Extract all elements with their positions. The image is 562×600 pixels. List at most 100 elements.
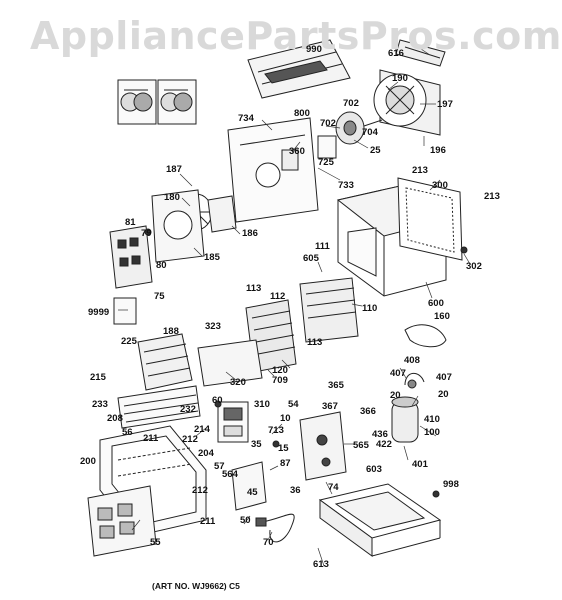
callout-label: 113 (307, 337, 323, 348)
callout-label: 407 (436, 372, 452, 383)
callout-label: 211 (143, 433, 159, 444)
watermark-text: AppliancePartsPros.com (30, 14, 562, 58)
drain-pan-part (197, 339, 263, 387)
callout-label: 408 (404, 355, 420, 366)
callout-label: 605 (303, 253, 319, 264)
callout-label: 50 (240, 515, 251, 526)
callout-label: 613 (313, 559, 329, 570)
callout-label: 366 (360, 406, 376, 417)
louver-assembly-part (117, 385, 201, 429)
callout-label: 360 (289, 146, 305, 157)
condenser-fan-shroud-part (373, 69, 441, 136)
compressor-part (391, 372, 425, 443)
callout-label: 10 (280, 413, 291, 424)
compressor-thumbnail-icon (117, 79, 157, 125)
control-panel-part (217, 401, 249, 443)
callout-label: 75 (154, 291, 165, 302)
callout-label: 733 (338, 180, 354, 191)
callout-label: 20 (438, 389, 449, 400)
callout-label: 186 (242, 228, 258, 239)
callout-label: 25 (370, 145, 381, 156)
callout-label: 20 (390, 390, 401, 401)
control-board-part (109, 225, 153, 289)
callout-label: 800 (294, 108, 310, 119)
base-pan-part (318, 483, 442, 557)
callout-label: 54 (288, 399, 299, 410)
tubing-part (404, 324, 447, 348)
callout-label: 702 (343, 98, 359, 109)
callout-label: 436 (372, 429, 388, 440)
rear-grille-part (397, 177, 463, 261)
callout-label: 616 (388, 48, 404, 59)
air-deflector-part (137, 333, 193, 391)
callout-label: 74 (328, 482, 339, 493)
callout-label: 36 (290, 485, 301, 496)
callout-label: 79 (141, 228, 152, 239)
callout-label: 565 (353, 440, 369, 451)
partition-wall-part (227, 117, 319, 223)
callout-label: 302 (466, 261, 482, 272)
callout-label: 410 (424, 414, 440, 425)
callout-label: 998 (443, 479, 459, 490)
fan-motor-part (317, 111, 383, 159)
screw-part (214, 400, 222, 408)
callout-label: 709 (272, 375, 288, 386)
callout-label: 180 (164, 192, 180, 203)
screw-part (432, 490, 440, 498)
callout-label: 81 (125, 217, 136, 228)
callout-label: 211 (200, 516, 216, 527)
callout-label: 367 (322, 401, 338, 412)
callout-label: 215 (90, 372, 106, 383)
plug-part (255, 517, 267, 527)
callout-label: 214 (194, 424, 210, 435)
callout-label: 310 (254, 399, 270, 410)
callout-label: 422 (376, 439, 392, 450)
filter-strip-part (247, 39, 351, 99)
screw-part (272, 440, 280, 448)
screw-part (460, 246, 468, 254)
callout-label: 111 (315, 241, 330, 252)
callout-label: 56 (122, 427, 133, 438)
callout-label: 185 (204, 252, 220, 263)
callout-label: 212 (182, 434, 198, 445)
callout-label: 60 (212, 395, 223, 406)
compressor-thumbnail-icon (157, 79, 197, 125)
callout-label: 15 (278, 443, 289, 454)
callout-label: 110 (362, 303, 378, 314)
callout-label: 407 (390, 368, 406, 379)
callout-label: 188 (163, 326, 179, 337)
callout-label: 204 (198, 448, 214, 459)
callout-label: 70 (263, 537, 274, 548)
callout-label: 197 (437, 99, 453, 110)
callout-label: 45 (247, 487, 258, 498)
callout-label: 57 (214, 461, 225, 472)
callout-label: 713 (268, 425, 284, 436)
callout-label: 80 (156, 260, 167, 271)
callout-label: 704 (362, 127, 378, 138)
bracket-part-564 (231, 461, 267, 511)
callout-label: 725 (318, 157, 334, 168)
art-number-caption: (ART NO. WJ9662) C5 (152, 581, 240, 591)
label-card-part (113, 297, 137, 325)
callout-label: 213 (412, 165, 428, 176)
callout-label: 190 (392, 73, 408, 84)
callout-label: 603 (366, 464, 382, 475)
callout-label: 225 (121, 336, 137, 347)
callout-label: 87 (280, 458, 291, 469)
callout-label: 702 (320, 118, 336, 129)
callout-label: 734 (238, 113, 254, 124)
callout-label: 208 (107, 413, 123, 424)
leader-lines (118, 46, 471, 567)
callout-label: 213 (484, 191, 500, 202)
bracket-part-616 (395, 39, 446, 67)
callout-label: 300 (432, 180, 448, 191)
callout-label: 233 (92, 399, 108, 410)
callout-label: 196 (430, 145, 446, 156)
callout-label: 187 (166, 164, 182, 175)
callout-label: 365 (328, 380, 344, 391)
callout-label: 564 (222, 469, 238, 480)
power-cord-part (261, 513, 295, 543)
callout-label: 120 (272, 365, 288, 376)
